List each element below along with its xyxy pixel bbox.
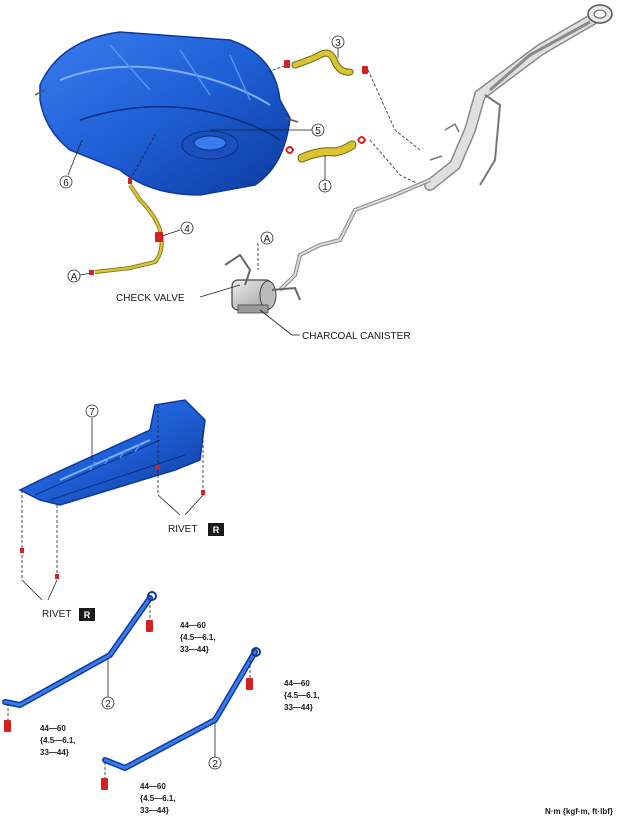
svg-text:33—44}: 33—44} <box>284 703 313 712</box>
svg-text:5: 5 <box>315 126 321 137</box>
fuel-tank <box>34 31 299 196</box>
rivet-label-upper: RIVET <box>168 524 197 535</box>
clamp-1b <box>357 136 367 144</box>
unit-note: N·m {kgf·m, ft·lbf} <box>545 807 613 816</box>
fuel-filler-pipe <box>424 4 613 191</box>
svg-text:44—60: 44—60 <box>284 679 310 688</box>
check-valve-label: CHECK VALVE <box>116 293 185 304</box>
hose-1 <box>297 140 357 163</box>
hose-4 <box>94 183 164 274</box>
torque-spec-4: 44—60 {4.5—6.1, 33—44} <box>140 782 176 815</box>
torque-spec-2: 44—60 {4.5—6.1, 33—44} <box>284 679 320 712</box>
filler-pipe-protector <box>18 399 206 506</box>
callout-1: 1 <box>318 179 332 193</box>
svg-text:33—44}: 33—44} <box>140 806 169 815</box>
callout-3: 3 <box>331 35 345 49</box>
clip-3a <box>284 60 290 68</box>
clamp-1a <box>285 146 295 154</box>
svg-text:44—60: 44—60 <box>140 782 166 791</box>
hose-3 <box>291 49 354 76</box>
rivet-badge-lower: R <box>84 610 91 620</box>
rivet-badge-upper: R <box>213 525 220 535</box>
callout-6: 6 <box>59 175 73 189</box>
callout-2-upper: 2 <box>101 696 115 710</box>
strap-bolt-2 <box>4 720 11 732</box>
svg-text:7: 7 <box>89 407 95 418</box>
charcoal-canister <box>224 253 301 314</box>
connector-a-hose: A <box>67 269 81 283</box>
svg-text:{4.5—6.1,: {4.5—6.1, <box>40 736 76 745</box>
svg-text:4: 4 <box>184 224 190 235</box>
svg-text:{4.5—6.1,: {4.5—6.1, <box>140 794 176 803</box>
svg-text:A: A <box>264 234 271 245</box>
callout-7: 7 <box>85 404 99 418</box>
charcoal-canister-label: CHARCOAL CANISTER <box>302 331 411 342</box>
clip-3b <box>362 66 368 74</box>
svg-text:2: 2 <box>212 759 218 770</box>
tank-strap-lower <box>102 647 261 772</box>
svg-text:3: 3 <box>335 38 341 49</box>
svg-text:44—60: 44—60 <box>40 724 66 733</box>
svg-text:33—44}: 33—44} <box>40 748 69 757</box>
svg-text:6: 6 <box>63 178 69 189</box>
svg-text:1: 1 <box>322 182 328 193</box>
strap-bolt-1 <box>146 620 153 632</box>
torque-spec-3: 44—60 {4.5—6.1, 33—44} <box>40 724 76 757</box>
torque-spec-1: 44—60 {4.5—6.1, 33—44} <box>180 621 216 654</box>
svg-text:2: 2 <box>105 699 111 710</box>
evap-pipe <box>278 178 431 292</box>
svg-text:A: A <box>71 272 78 283</box>
strap-bolt-4 <box>101 778 108 790</box>
connector-a-canister: A <box>260 231 274 245</box>
svg-text:{4.5—6.1,: {4.5—6.1, <box>284 691 320 700</box>
strap-bolt-3 <box>246 678 253 690</box>
svg-text:44—60: 44—60 <box>180 621 206 630</box>
callout-4: 4 <box>180 221 194 235</box>
rivet-label-lower: RIVET <box>42 609 71 620</box>
leader-6 <box>67 139 83 176</box>
callout-5: 5 <box>311 123 325 137</box>
callout-2-lower: 2 <box>208 756 222 770</box>
tank-strap-upper <box>2 591 157 709</box>
svg-text:33—44}: 33—44} <box>180 645 209 654</box>
svg-text:{4.5—6.1,: {4.5—6.1, <box>180 633 216 642</box>
